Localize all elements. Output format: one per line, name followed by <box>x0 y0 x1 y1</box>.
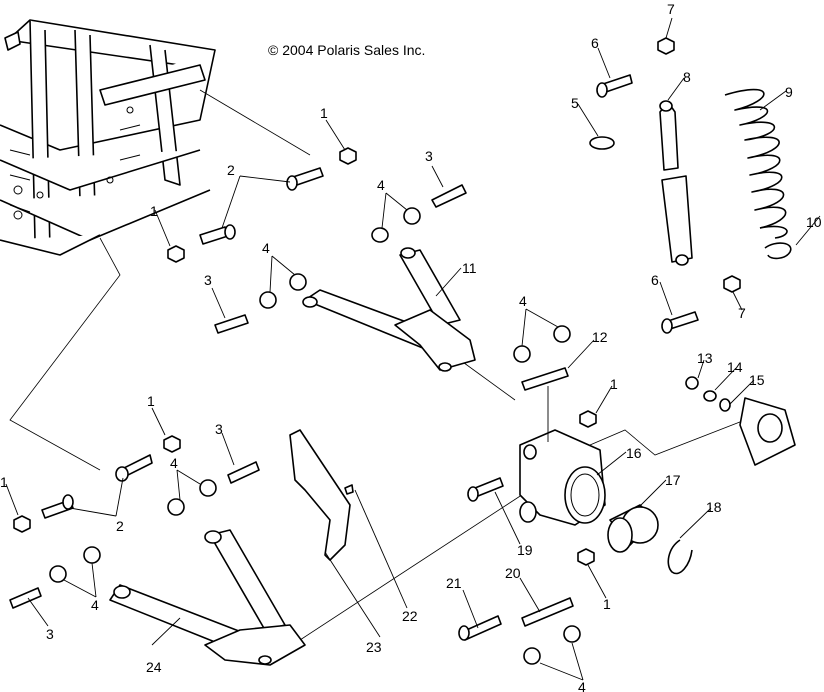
alignment-lines <box>9 89 746 641</box>
callout-4: 4 <box>91 597 99 613</box>
callout-21: 21 <box>446 575 462 591</box>
leader-lines <box>5 17 821 681</box>
callout-23: 23 <box>366 639 382 655</box>
hub-plate <box>739 397 796 466</box>
callout-4: 4 <box>170 455 178 471</box>
callout-9: 9 <box>785 84 793 100</box>
callout-4: 4 <box>519 293 527 309</box>
callout-10: 10 <box>806 214 822 230</box>
bolts-and-pins <box>9 74 699 641</box>
callout-7: 7 <box>667 1 675 17</box>
washers <box>589 136 731 412</box>
callout-22: 22 <box>402 608 418 624</box>
nuts <box>13 37 741 566</box>
callout-12: 12 <box>592 329 608 345</box>
callout-1: 1 <box>320 105 328 121</box>
shock-absorber <box>659 100 693 266</box>
callout-2: 2 <box>116 518 124 534</box>
frame-section <box>0 19 216 256</box>
copyright-text: © 2004 Polaris Sales Inc. <box>268 42 425 58</box>
callout-13: 13 <box>697 350 713 366</box>
callout-1: 1 <box>610 376 618 392</box>
bearing-carrier <box>519 429 606 526</box>
spring-clip <box>764 242 792 260</box>
callout-16: 16 <box>626 445 642 461</box>
callout-1: 1 <box>603 596 611 612</box>
coil-spring <box>724 88 788 239</box>
callout-3: 3 <box>204 272 212 288</box>
callout-3: 3 <box>425 148 433 164</box>
callout-3: 3 <box>215 421 223 437</box>
callout-20: 20 <box>505 565 521 581</box>
callout-1: 1 <box>150 203 158 219</box>
lower-a-arm <box>109 529 306 666</box>
bearing <box>607 504 659 553</box>
skid-plate <box>289 429 351 561</box>
callout-14: 14 <box>727 359 743 375</box>
callout-19: 19 <box>517 542 533 558</box>
callout-24: 24 <box>146 659 162 675</box>
callout-18: 18 <box>706 499 722 515</box>
callout-6: 6 <box>591 35 599 51</box>
callout-8: 8 <box>683 69 691 85</box>
snap-ring <box>667 539 693 575</box>
callout-4: 4 <box>377 177 385 193</box>
callout-11: 11 <box>462 260 477 276</box>
callout-1: 1 <box>147 393 155 409</box>
callout-5: 5 <box>571 95 579 111</box>
callout-1: 1 <box>0 474 8 490</box>
callout-17: 17 <box>665 472 681 488</box>
callout-2: 2 <box>227 162 235 178</box>
callout-7: 7 <box>738 305 746 321</box>
upper-a-arm <box>302 247 476 372</box>
callout-15: 15 <box>749 372 765 388</box>
callout-3: 3 <box>46 626 54 642</box>
callout-4: 4 <box>262 240 270 256</box>
callout-4: 4 <box>578 679 586 692</box>
rivet <box>344 484 354 495</box>
bushings <box>49 207 581 665</box>
callout-6: 6 <box>651 272 659 288</box>
